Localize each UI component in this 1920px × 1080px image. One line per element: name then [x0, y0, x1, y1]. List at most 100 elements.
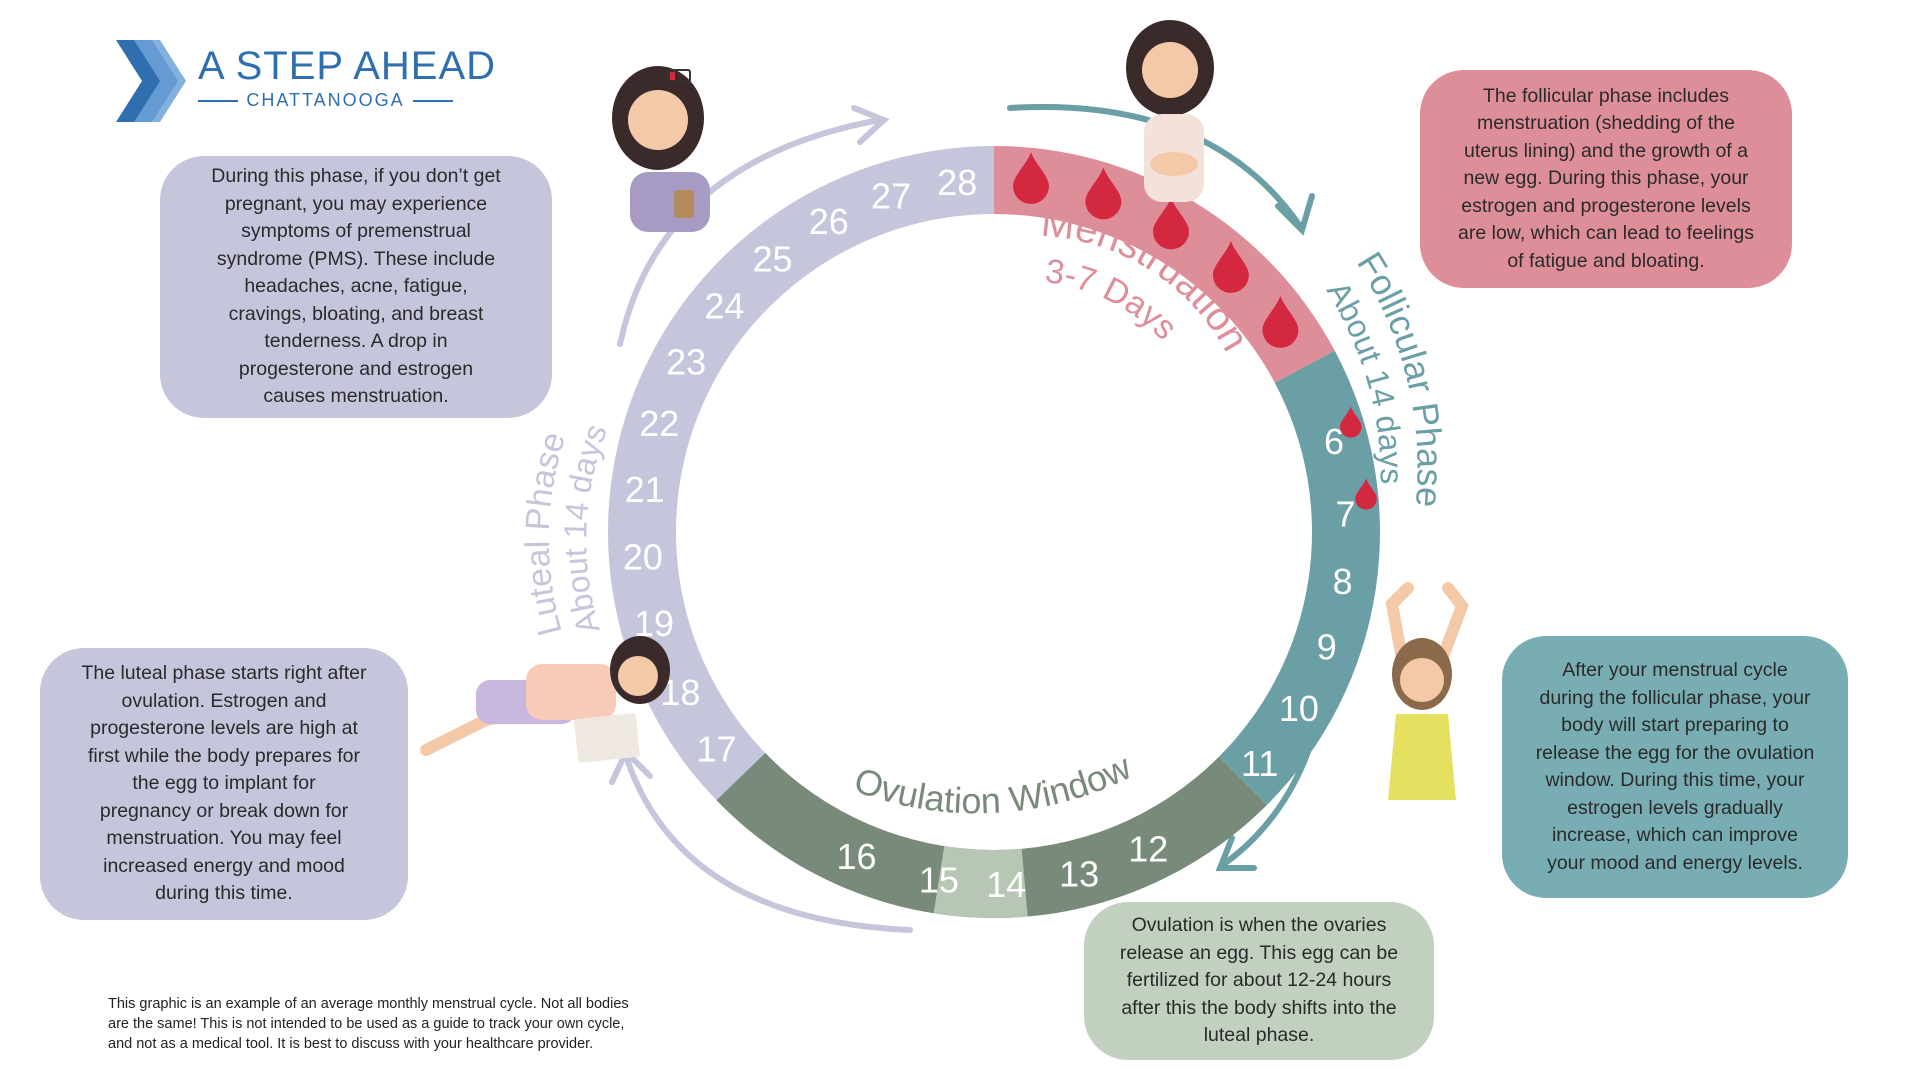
- luteal-info-bubble: The luteal phase starts right after ovul…: [40, 648, 408, 920]
- logo-rule-left: [198, 99, 239, 102]
- pre-ovulation-line: window. During this time, your: [1545, 769, 1805, 791]
- day-number-20: 20: [623, 537, 663, 578]
- blood-drop-icon: [1153, 197, 1189, 250]
- day-number-26: 26: [809, 201, 849, 242]
- woman-stretching-illustration: [1385, 582, 1469, 800]
- luteal-line: increased energy and mood: [103, 854, 345, 877]
- day-number-22: 22: [639, 403, 679, 444]
- pms-line: progesterone and estrogen: [238, 357, 474, 380]
- pms-line: symptoms of premenstrual: [241, 220, 471, 243]
- ovulation-info-bubble: Ovulation is when the ovaries release an…: [1084, 902, 1434, 1060]
- logo-subtitle-row: CHATTANOOGA: [198, 90, 453, 111]
- ovulation-line: fertilized for about 12-24 hours: [1126, 969, 1392, 992]
- day-number-11: 11: [1241, 743, 1278, 784]
- pms-line: pregnant, you may experience: [224, 192, 488, 215]
- day-number-7: 7: [1336, 494, 1356, 535]
- ovulation-line: Ovulation is when the ovaries: [1131, 914, 1387, 937]
- follicular-line: uterus lining) and the growth of a: [1463, 139, 1748, 162]
- luteal-line: menstruation. You may feel: [106, 827, 342, 850]
- day-number-23: 23: [666, 341, 706, 382]
- luteal-line: ovulation. Estrogen and: [121, 689, 327, 712]
- ovulation-title: Ovulation Window: [849, 745, 1138, 821]
- pms-line: During this phase, if you don’t get: [211, 165, 501, 188]
- segment-ovulation-peak: [933, 846, 1028, 918]
- pms-line: cravings, bloating, and breast: [228, 302, 484, 325]
- day-number-9: 9: [1317, 627, 1337, 668]
- chevron-logo-icon: [116, 40, 186, 122]
- pre-ovulation-line: After your menstrual cycle: [1562, 659, 1788, 681]
- logo-title: A STEP AHEAD: [198, 44, 497, 88]
- follicular-line: new egg. During this phase, your: [1463, 167, 1749, 190]
- follicular-line: of fatigue and bloating.: [1507, 249, 1705, 272]
- day-number-12: 12: [1128, 828, 1168, 869]
- ovulation-line: luteal phase.: [1203, 1024, 1315, 1047]
- ovulation-line: release an egg. This egg can be: [1119, 941, 1399, 964]
- luteal-line: pregnancy or break down for: [99, 799, 349, 822]
- arrow-right-bottom-head: [1215, 835, 1257, 871]
- disclaimer-line: This graphic is an example of an average…: [108, 996, 629, 1012]
- woman-cramps-illustration: [1126, 20, 1214, 202]
- pms-line: headaches, acne, fatigue,: [244, 275, 468, 298]
- segment-ovulation: [716, 752, 1267, 919]
- disclaimer-line: are the same! This is not intended to be…: [108, 1016, 625, 1032]
- pre-ovulation-line: increase, which can improve: [1551, 824, 1798, 846]
- follicular-line: The follicular phase includes: [1482, 84, 1730, 107]
- pre-ovulation-line: release the egg for the ovulation: [1535, 741, 1815, 764]
- cycle-ring: [607, 145, 1380, 919]
- ovulation-line: after this the body shifts into the: [1121, 996, 1397, 1019]
- luteal-line: the egg to implant for: [132, 772, 316, 795]
- segment-follicular: [1218, 350, 1380, 805]
- luteal-line: The luteal phase starts right after: [81, 662, 367, 685]
- pms-line: syndrome (PMS). These include: [216, 247, 496, 270]
- day-number-6: 6: [1324, 421, 1344, 462]
- blood-drop-icon: [1355, 478, 1377, 510]
- pre-ovulation-line: your mood and energy levels.: [1547, 851, 1803, 874]
- blood-drop-icon: [1262, 295, 1299, 348]
- follicular-info-bubble: The follicular phase includes menstruati…: [1420, 70, 1792, 288]
- day-number-14: 14: [986, 864, 1026, 905]
- day-number-25: 25: [752, 238, 792, 279]
- disclaimer-text: This graphic is an example of an average…: [108, 994, 728, 1054]
- day-number-24: 24: [704, 286, 744, 327]
- follicular-line: are low, which can lead to feelings: [1458, 222, 1754, 245]
- woman-tired-illustration: [612, 66, 710, 232]
- arrow-bottom-left: [623, 753, 913, 933]
- pre-ovulation-line: body will start preparing to: [1561, 714, 1789, 736]
- day-number-8: 8: [1333, 561, 1353, 602]
- day-number-27: 27: [871, 175, 911, 216]
- logo-subtitle: CHATTANOOGA: [246, 90, 405, 110]
- pms-info-bubble: During this phase, if you don’t get preg…: [160, 156, 552, 418]
- day-number-28: 28: [937, 162, 977, 203]
- segment-menstruation: [994, 146, 1335, 383]
- pre-ovulation-line: estrogen levels gradually: [1567, 796, 1783, 819]
- day-number-10: 10: [1279, 688, 1319, 729]
- day-number-16: 16: [836, 836, 876, 877]
- segment-luteal: [607, 145, 994, 801]
- day-number-13: 13: [1059, 854, 1099, 895]
- day-number-17: 17: [697, 729, 737, 770]
- day-number-15: 15: [919, 860, 959, 901]
- pre-ovulation-info-bubble: After your menstrual cycle during the fo…: [1502, 636, 1848, 898]
- luteal-line: progesterone levels are high at: [90, 717, 358, 740]
- arrow-left-top-head: [851, 105, 890, 145]
- blood-drop-icon: [1339, 406, 1362, 438]
- blood-drop-icon: [1212, 240, 1249, 293]
- follicular-line: menstruation (shedding of the: [1477, 112, 1735, 135]
- day-number-21: 21: [625, 469, 665, 510]
- logo-rule-right: [412, 99, 453, 102]
- blood-drops: [1013, 151, 1377, 510]
- pms-line: tenderness. A drop in: [264, 330, 448, 353]
- woman-lying-illustration: [420, 636, 670, 763]
- luteal-line: during this time.: [155, 882, 293, 905]
- luteal-line: first while the body prepares for: [87, 744, 361, 767]
- follicular-line: estrogen and progesterone levels: [1461, 194, 1751, 217]
- blood-drop-icon: [1085, 167, 1122, 220]
- arrow-top-right-head: [1275, 193, 1315, 236]
- disclaimer-line: and not as a medical tool. It is best to…: [108, 1036, 594, 1052]
- pms-line: causes menstruation.: [263, 385, 449, 408]
- brand-logo: A STEP AHEAD CHATTANOOGA: [108, 40, 495, 125]
- pre-ovulation-line: during the follicular phase, your: [1539, 686, 1811, 709]
- blood-drop-icon: [1013, 151, 1050, 204]
